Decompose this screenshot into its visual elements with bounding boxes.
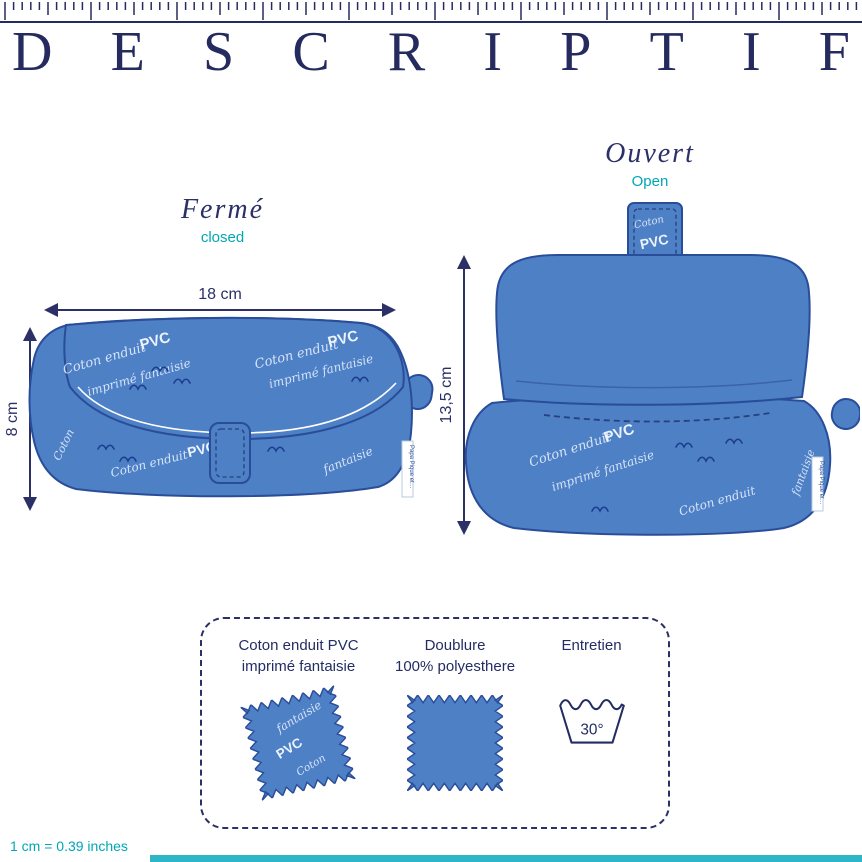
bird-icon bbox=[97, 444, 115, 451]
pouch-flap-open bbox=[495, 254, 811, 406]
wash-temperature: 30° bbox=[580, 721, 603, 738]
ruler-ticks bbox=[4, 2, 858, 20]
open-state-label: Ouvert Open bbox=[560, 138, 740, 190]
title-letter: C bbox=[292, 21, 330, 83]
material-care: Entretien 30° bbox=[552, 635, 632, 827]
wash-tub-shape bbox=[558, 698, 625, 744]
printed-fabric-swatch: fantaisie PVC Coton bbox=[240, 685, 357, 801]
wash-30-icon: 30° bbox=[558, 698, 625, 744]
title-letter: I bbox=[483, 21, 503, 83]
strap-stitching bbox=[633, 208, 677, 258]
closed-title: Fermé bbox=[180, 194, 265, 225]
bird-icon bbox=[267, 446, 285, 453]
material-label: Coton enduit PVC bbox=[238, 637, 359, 654]
pattern-text: PVC bbox=[638, 231, 669, 253]
bird-icon bbox=[725, 438, 743, 445]
scale-note: 1 cm = 0.39 inches bbox=[10, 838, 128, 854]
open-title: Ouvert bbox=[605, 138, 695, 169]
bird-icon bbox=[151, 366, 169, 373]
bird-icon bbox=[351, 376, 369, 383]
open-height-measure-arrow: 13,5 cm bbox=[440, 255, 471, 535]
bird-icon bbox=[591, 506, 609, 513]
lining-fabric-swatch bbox=[407, 695, 504, 791]
bottom-accent-bar bbox=[150, 855, 862, 862]
brand-tag-text: Papa Pique et… bbox=[408, 445, 414, 489]
bird-icon bbox=[697, 456, 715, 463]
bird-icon bbox=[675, 442, 693, 449]
closed-height-label: 8 cm bbox=[6, 402, 21, 437]
bird-icon bbox=[119, 456, 137, 463]
title-letter: D bbox=[12, 21, 53, 83]
bird-icon bbox=[129, 384, 147, 391]
pattern-text: PVC bbox=[326, 327, 360, 351]
material-outer-fabric: Coton enduit PVC imprimé fantaisie fanta… bbox=[238, 635, 359, 827]
opening-stitch-line bbox=[543, 412, 771, 423]
title-letter: E bbox=[110, 21, 145, 83]
material-label: Entretien bbox=[561, 637, 622, 654]
closure-strap bbox=[209, 422, 251, 484]
width-measure-arrow: 18 cm bbox=[44, 286, 396, 317]
material-label: imprimé fantaisie bbox=[241, 658, 356, 675]
title-letter: R bbox=[387, 21, 426, 83]
pouch-flap bbox=[63, 316, 405, 441]
page-title: D E S C R I P T I F bbox=[0, 24, 862, 80]
brand-tag bbox=[811, 456, 824, 512]
title-letter: P bbox=[560, 21, 592, 83]
material-label: Doublure bbox=[424, 637, 486, 654]
ruler bbox=[0, 2, 862, 23]
pouch-side-loop bbox=[830, 398, 860, 430]
open-pouch-diagram: 13,5 cm Coton PVC Coton enduit PVC impri… bbox=[440, 202, 860, 536]
title-letter: S bbox=[203, 21, 235, 83]
material-lining: Doublure 100% polyesthere bbox=[395, 635, 515, 827]
closed-state-label: Fermé closed bbox=[140, 194, 305, 246]
title-letter: I bbox=[741, 21, 761, 83]
swatch-shape bbox=[407, 695, 504, 791]
materials-box: Coton enduit PVC imprimé fantaisie fanta… bbox=[200, 617, 670, 829]
title-letter: T bbox=[649, 21, 684, 83]
flap-seam-line bbox=[515, 379, 793, 389]
brand-tag-text: Papa Pique et… bbox=[818, 461, 824, 505]
swatch-shape bbox=[240, 685, 357, 801]
closed-width-label: 18 cm bbox=[198, 286, 242, 303]
closed-pouch-diagram: 18 cm 8 cm Coton enduit PVC fantaisie Co… bbox=[6, 286, 434, 511]
pouch-body bbox=[464, 394, 832, 536]
strap-stitching bbox=[215, 428, 245, 478]
material-label: 100% polyesthere bbox=[394, 658, 516, 675]
brand-tag bbox=[401, 440, 414, 498]
open-subtitle: Open bbox=[631, 173, 669, 190]
bird-icon bbox=[173, 378, 191, 385]
open-height-label: 13,5 cm bbox=[440, 367, 455, 424]
closed-subtitle: closed bbox=[200, 229, 245, 246]
title-letter: F bbox=[818, 21, 850, 83]
